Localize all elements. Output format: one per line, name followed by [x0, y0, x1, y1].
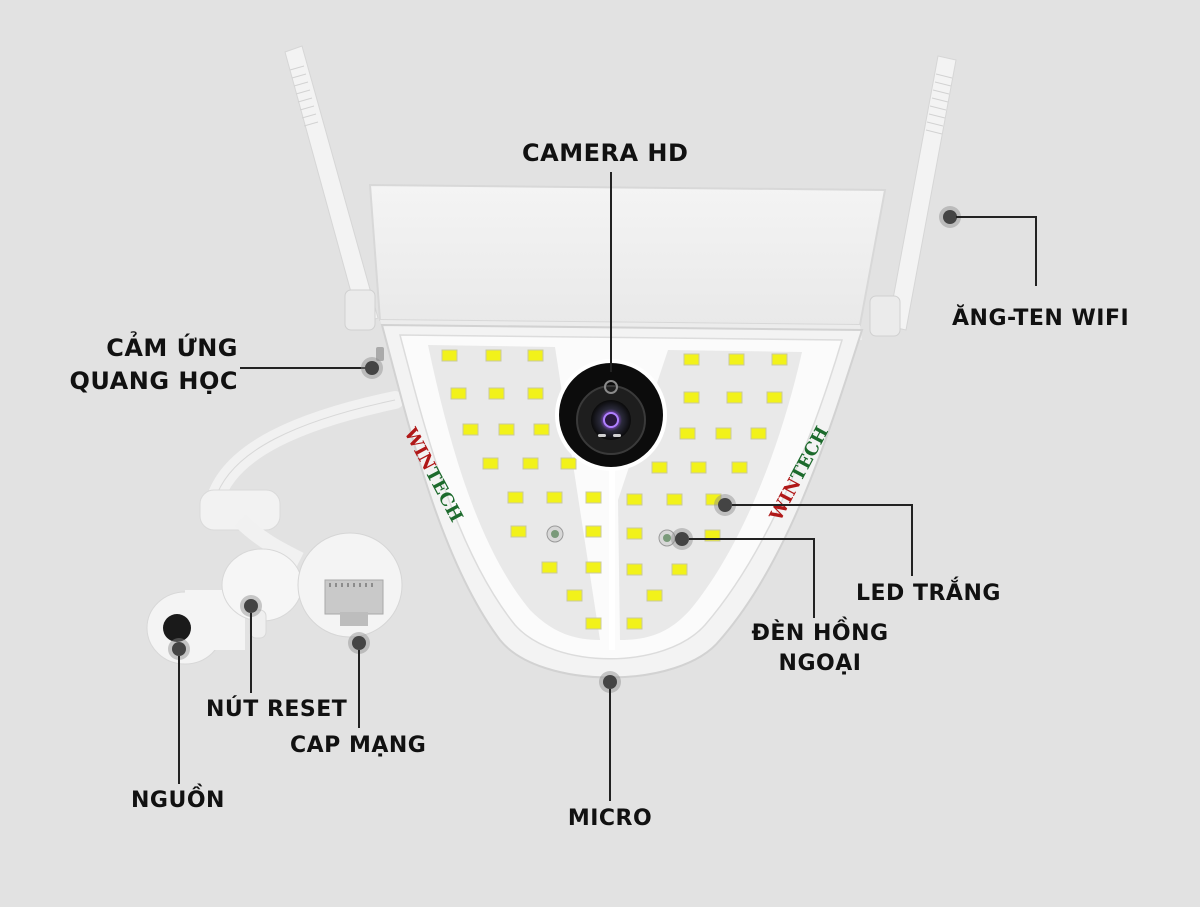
callout-dot-led-white: [718, 498, 732, 512]
cable-icon: [199, 391, 404, 568]
label-camera-hd: CAMERA HD: [522, 139, 689, 167]
reset-cap-icon: [221, 548, 303, 639]
label-micro: MICRO: [567, 806, 653, 831]
callout-line-ir-h: [689, 538, 815, 540]
callout-line-network: [358, 650, 360, 728]
label-network-cable: CAP MẠNG: [290, 733, 427, 758]
infrared-led-icon: [546, 525, 676, 547]
label-light-sensor-line1: CẢM ỨNG: [106, 334, 238, 362]
callout-dot-light-sensor: [365, 361, 379, 375]
callout-dot-network: [352, 636, 366, 650]
callout-line-light-sensor: [240, 367, 368, 369]
callout-line-reset: [250, 613, 252, 693]
callout-line-antenna-v: [1035, 216, 1037, 286]
label-infrared-line1: ĐÈN HỒNG: [751, 621, 889, 646]
label-led-white: LED TRẮNG: [856, 581, 1001, 606]
label-light-sensor-line2: QUANG HỌC: [69, 367, 238, 395]
callout-dot-power: [172, 642, 186, 656]
housing-body: [380, 323, 864, 679]
callout-dot-micro: [603, 675, 617, 689]
callout-line-camera: [610, 172, 612, 372]
camera-lens-icon: [555, 359, 667, 471]
label-antenna-wifi: ĂNG-TEN WIFI: [952, 306, 1130, 331]
callout-line-led-h: [732, 504, 912, 506]
label-reset-button: NÚT RESET: [206, 697, 348, 722]
label-infrared-line2: NGOẠI: [778, 651, 862, 676]
callout-line-led-v: [911, 504, 913, 576]
callout-line-micro: [609, 689, 611, 801]
light-sensor-icon: [376, 347, 384, 361]
callout-dot-antenna: [943, 210, 957, 224]
led-array-icon: [441, 349, 788, 630]
callout-line-ir-v: [813, 538, 815, 618]
housing-top: [368, 183, 887, 340]
callout-line-antenna-h: [956, 216, 1036, 218]
callout-dot-reset: [244, 599, 258, 613]
label-power: NGUỒN: [131, 788, 225, 813]
callout-dot-infrared: [675, 532, 689, 546]
antenna-left-icon: [284, 45, 379, 331]
callout-line-power: [178, 656, 180, 784]
antenna-right-icon: [869, 55, 957, 337]
rj45-connector-icon: [297, 532, 403, 638]
